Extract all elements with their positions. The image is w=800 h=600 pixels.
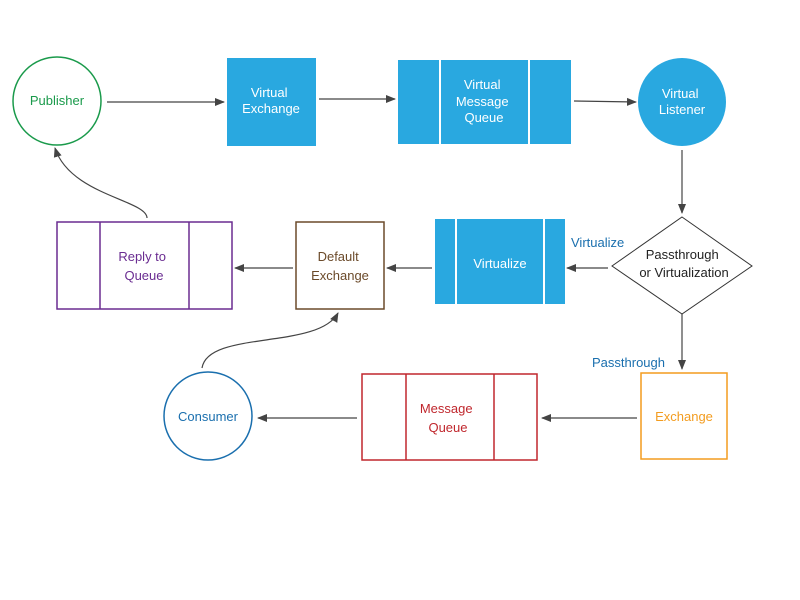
virtualize-label: Virtualize xyxy=(473,256,526,271)
message-queue-label: Message Queue xyxy=(420,401,476,435)
publisher-label: Publisher xyxy=(30,93,85,108)
message-queue-node: Message Queue xyxy=(361,373,538,461)
virtual-queue-label: Virtual Message Queue xyxy=(456,77,512,125)
consumer-label: Consumer xyxy=(178,409,239,424)
decision-label: Passthrough or Virtualization xyxy=(639,247,728,280)
virtualize-node: Virtualize xyxy=(435,219,565,304)
virtual-exchange-label: Virtual Exchange xyxy=(242,85,300,116)
edge-consumer-to-default-exchange xyxy=(201,312,339,369)
virtual-listener-label: Virtual Listener xyxy=(659,86,706,117)
edge-virtual-queue-to-virtual-listener xyxy=(573,97,637,106)
edge-reply-queue-to-publisher xyxy=(53,147,148,219)
virtual-exchange-node: Virtual Exchange xyxy=(227,58,316,146)
exchange-label: Exchange xyxy=(655,409,713,424)
consumer-node: Consumer xyxy=(163,371,253,461)
edge-label-passthrough: Passthrough xyxy=(592,355,665,370)
reply-queue-node: Reply to Queue xyxy=(56,221,233,310)
virtual-listener-node: Virtual Listener xyxy=(638,58,726,146)
decision-node: Passthrough or Virtualization xyxy=(611,216,753,315)
virtual-queue-node: Virtual Message Queue xyxy=(398,60,571,144)
edge-label-virtualize: Virtualize xyxy=(571,235,624,250)
edges xyxy=(53,95,686,422)
exchange-node: Exchange xyxy=(640,372,728,460)
default-exchange-node: Default Exchange xyxy=(295,221,385,310)
default-exchange-label: Default Exchange xyxy=(311,249,369,283)
reply-queue-label: Reply to Queue xyxy=(118,249,169,283)
publisher-node: Publisher xyxy=(12,56,102,146)
